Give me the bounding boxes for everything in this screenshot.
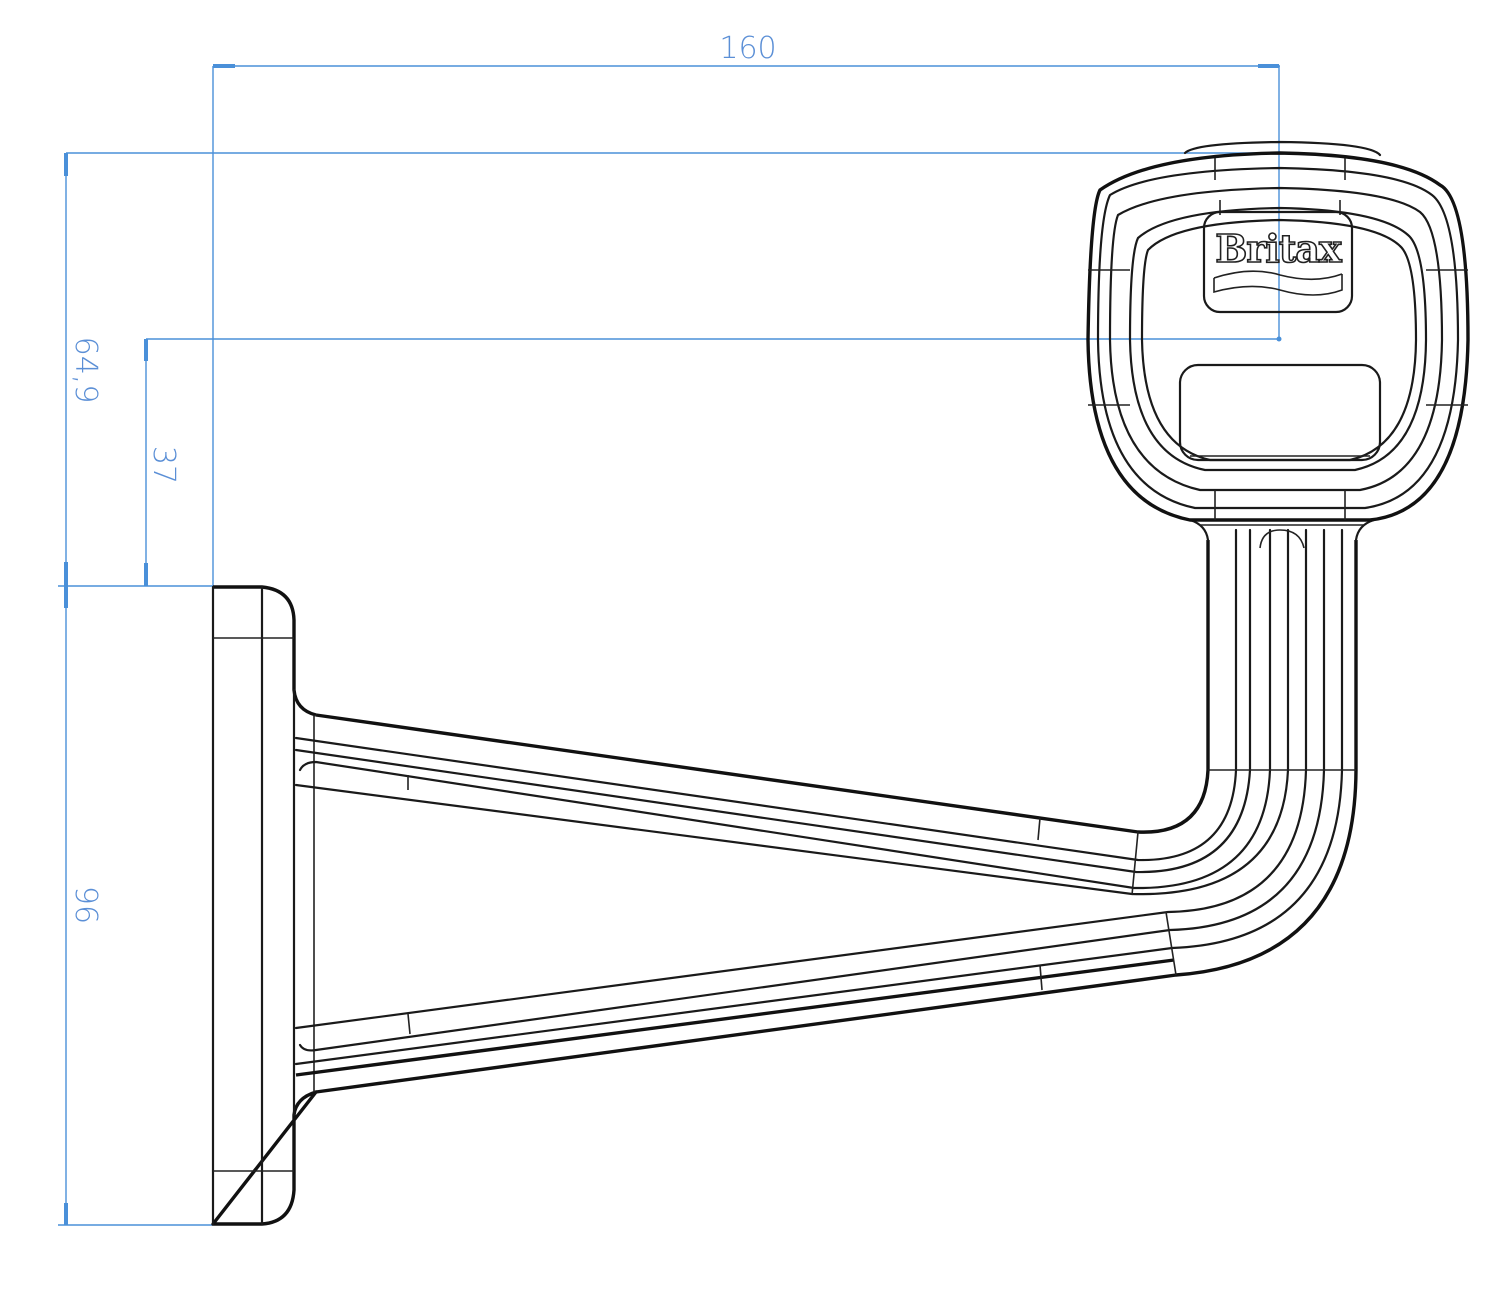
logo-text: Britax — [1215, 226, 1342, 271]
lower-arm — [294, 528, 1358, 1094]
lamp-stem — [1188, 518, 1376, 771]
lamp-head — [1086, 140, 1470, 522]
dimension-label-64-9: 64,9 — [68, 337, 103, 404]
dimension-37: 37 — [144, 336, 1282, 586]
dimension-96: 96 — [58, 585, 213, 1226]
upper-arm — [294, 528, 1290, 896]
dimension-label-96: 96 — [68, 886, 103, 924]
britax-logo: Britax — [1202, 210, 1354, 314]
dimension-160: 160 — [212, 31, 1280, 590]
dimension-64-9: 64,9 — [64, 152, 1279, 586]
dimension-label-37: 37 — [146, 446, 181, 484]
mounting-base-plate — [211, 585, 318, 1226]
dimension-label-width: 160 — [719, 31, 776, 66]
